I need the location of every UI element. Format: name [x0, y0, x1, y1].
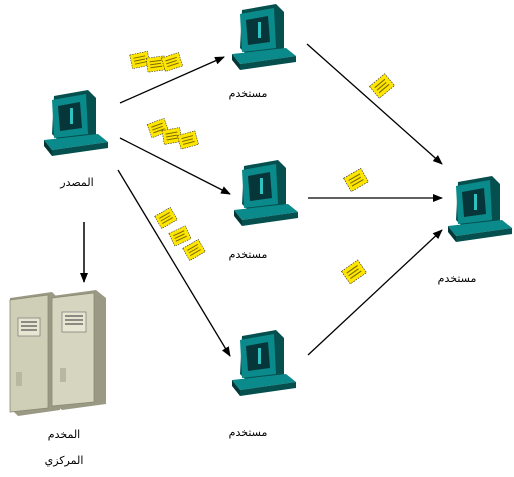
- user-bottom-computer-icon: [232, 330, 296, 396]
- packet-group-bottom-link: [154, 206, 206, 262]
- arrow-user-bottom-to-user-right: [307, 229, 443, 356]
- user-top-computer-icon: [232, 4, 296, 70]
- packet-group-middle-link: [146, 117, 200, 150]
- server-label-line2: المركزي: [44, 454, 84, 467]
- arrow-source-to-user-bottom: [117, 169, 231, 357]
- arrow-source-to-user-middle: [119, 137, 231, 195]
- packet-top-right-link: [368, 73, 396, 99]
- user-middle-computer-icon: [234, 160, 298, 226]
- user-right-label: مستخدم: [437, 272, 477, 285]
- source-label: المصدر: [60, 176, 94, 189]
- arrow-source-to-user-top: [119, 56, 225, 104]
- server-label-line1: المخدم: [47, 428, 81, 441]
- user-bottom-label: مستخدم: [228, 426, 268, 439]
- arrow-user-top-to-user-right: [306, 43, 443, 165]
- user-top-label: مستخدم: [228, 87, 268, 100]
- user-right-computer-icon: [448, 176, 512, 242]
- user-middle-label: مستخدم: [228, 248, 268, 261]
- packet-group-top-link: [129, 50, 184, 73]
- central-server-icon: [9, 290, 106, 416]
- source-computer-icon: [44, 90, 108, 156]
- packet-bottom-right-link: [340, 259, 368, 285]
- packet-middle-right-link: [343, 167, 369, 193]
